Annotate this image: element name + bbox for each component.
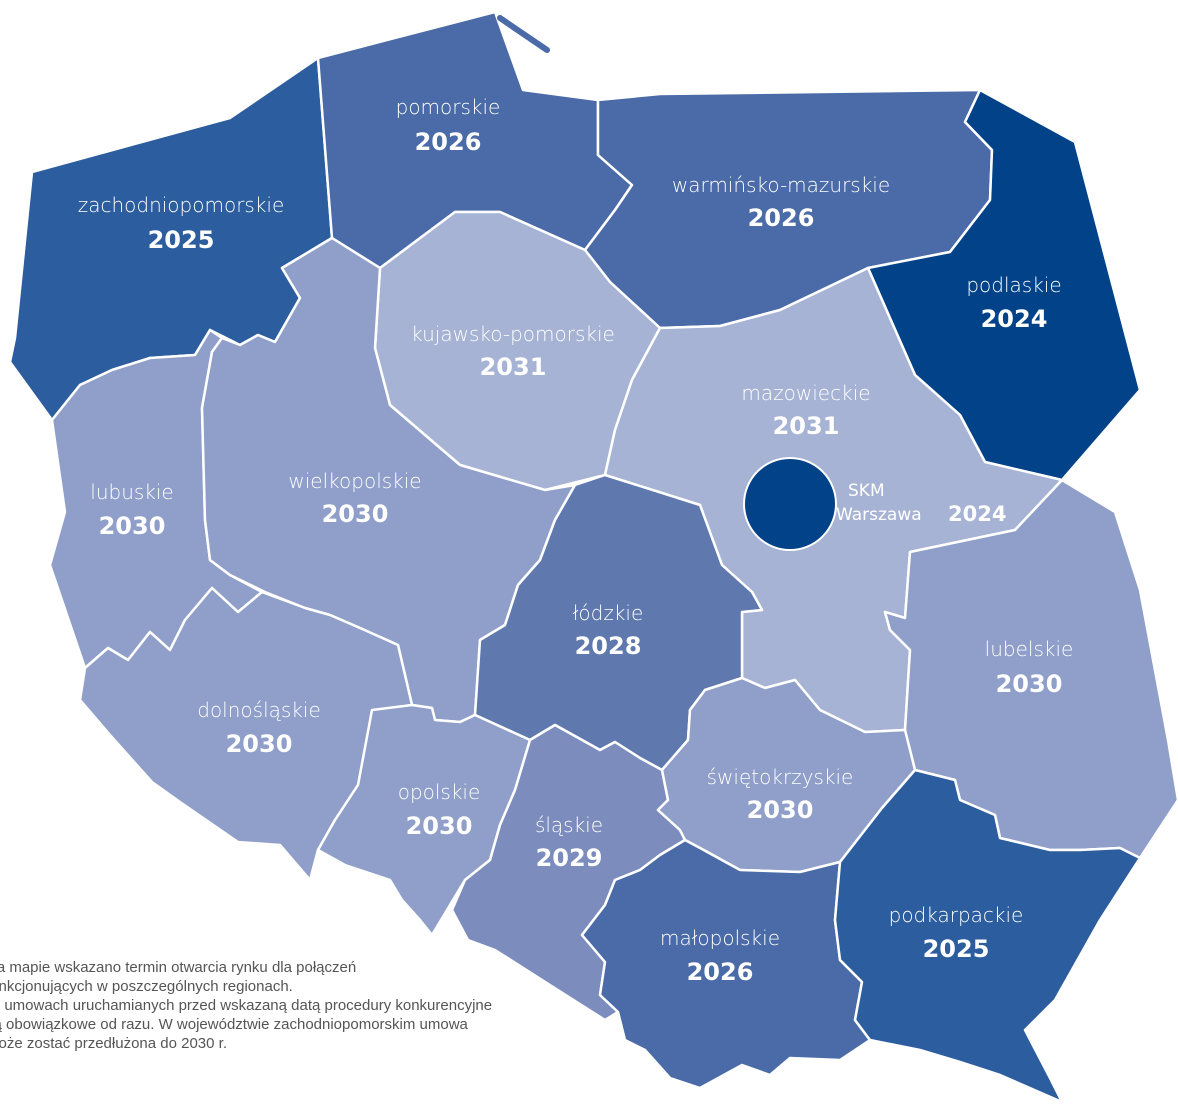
label-lubelskie-year: 2030 xyxy=(996,670,1063,698)
label-lodzkie-year: 2028 xyxy=(575,632,642,660)
footnote-line-4: są obowiązkowe od razu. W województwie z… xyxy=(0,1016,468,1033)
label-warminsko-mazurskie-year: 2026 xyxy=(748,204,815,232)
label-mazowieckie-year: 2031 xyxy=(773,412,840,440)
label-podkarpackie-name: podkarpackie xyxy=(889,903,1024,927)
label-mazowieckie-name: mazowieckie xyxy=(741,381,870,405)
label-dolnoslaskie-name: dolnośląskie xyxy=(197,698,321,722)
label-swietokrzyskie-name: świętokrzyskie xyxy=(707,765,854,789)
label-malopolskie-year: 2026 xyxy=(687,958,754,986)
label-podlaskie-year: 2024 xyxy=(981,305,1048,333)
label-wielkopolskie-year: 2030 xyxy=(322,500,389,528)
region-malopolskie[interactable] xyxy=(580,838,872,1090)
footnote-line-5: może zostać przedłużona do 2030 r. xyxy=(0,1035,227,1052)
label-zachodniopomorskie-year: 2025 xyxy=(148,226,215,254)
footnote: Na mapie wskazano termin otwarcia rynku … xyxy=(0,958,560,1053)
label-kujawsko-pomorskie-year: 2031 xyxy=(480,353,547,381)
label-swietokrzyskie-year: 2030 xyxy=(747,796,814,824)
label-opolskie-year: 2030 xyxy=(406,812,473,840)
label-podkarpackie-year: 2025 xyxy=(923,935,990,963)
footnote-line-3: W umowach uruchamianych przed wskazaną d… xyxy=(0,997,493,1014)
label-lodzkie-name: łódzkie xyxy=(573,601,644,625)
label-lubuskie-year: 2030 xyxy=(99,512,166,540)
label-warminsko-mazurskie-name: warmińsko-mazurskie xyxy=(672,173,890,197)
skm-label-line1: SKM xyxy=(848,481,885,501)
region-podkarpackie[interactable] xyxy=(833,768,1142,1104)
hel-peninsula xyxy=(497,15,550,53)
label-podlaskie-name: podlaskie xyxy=(966,273,1061,297)
skm-label-year: 2024 xyxy=(948,502,1006,526)
label-pomorskie-name: pomorskie xyxy=(396,95,501,119)
label-wielkopolskie-name: wielkopolskie xyxy=(288,469,421,493)
label-opolskie-name: opolskie xyxy=(398,780,481,804)
label-lubelskie-name: lubelskie xyxy=(985,637,1074,661)
skm-warszawa-marker[interactable] xyxy=(743,457,837,551)
label-zachodniopomorskie-name: zachodniopomorskie xyxy=(78,193,285,217)
label-pomorskie-year: 2026 xyxy=(415,128,482,156)
footnote-line-2: funkcjonujących w poszczególnych regiona… xyxy=(0,978,293,995)
label-malopolskie-name: małopolskie xyxy=(660,926,780,950)
label-kujawsko-pomorskie-name: kujawsko-pomorskie xyxy=(411,322,615,346)
label-lubuskie-name: lubuskie xyxy=(90,480,173,504)
label-slaskie-year: 2029 xyxy=(536,844,603,872)
label-dolnoslaskie-year: 2030 xyxy=(226,730,293,758)
footnote-line-1: Na mapie wskazano termin otwarcia rynku … xyxy=(0,959,357,976)
label-slaskie-name: śląskie xyxy=(535,813,603,837)
skm-label-line2: Warszawa xyxy=(836,505,922,525)
